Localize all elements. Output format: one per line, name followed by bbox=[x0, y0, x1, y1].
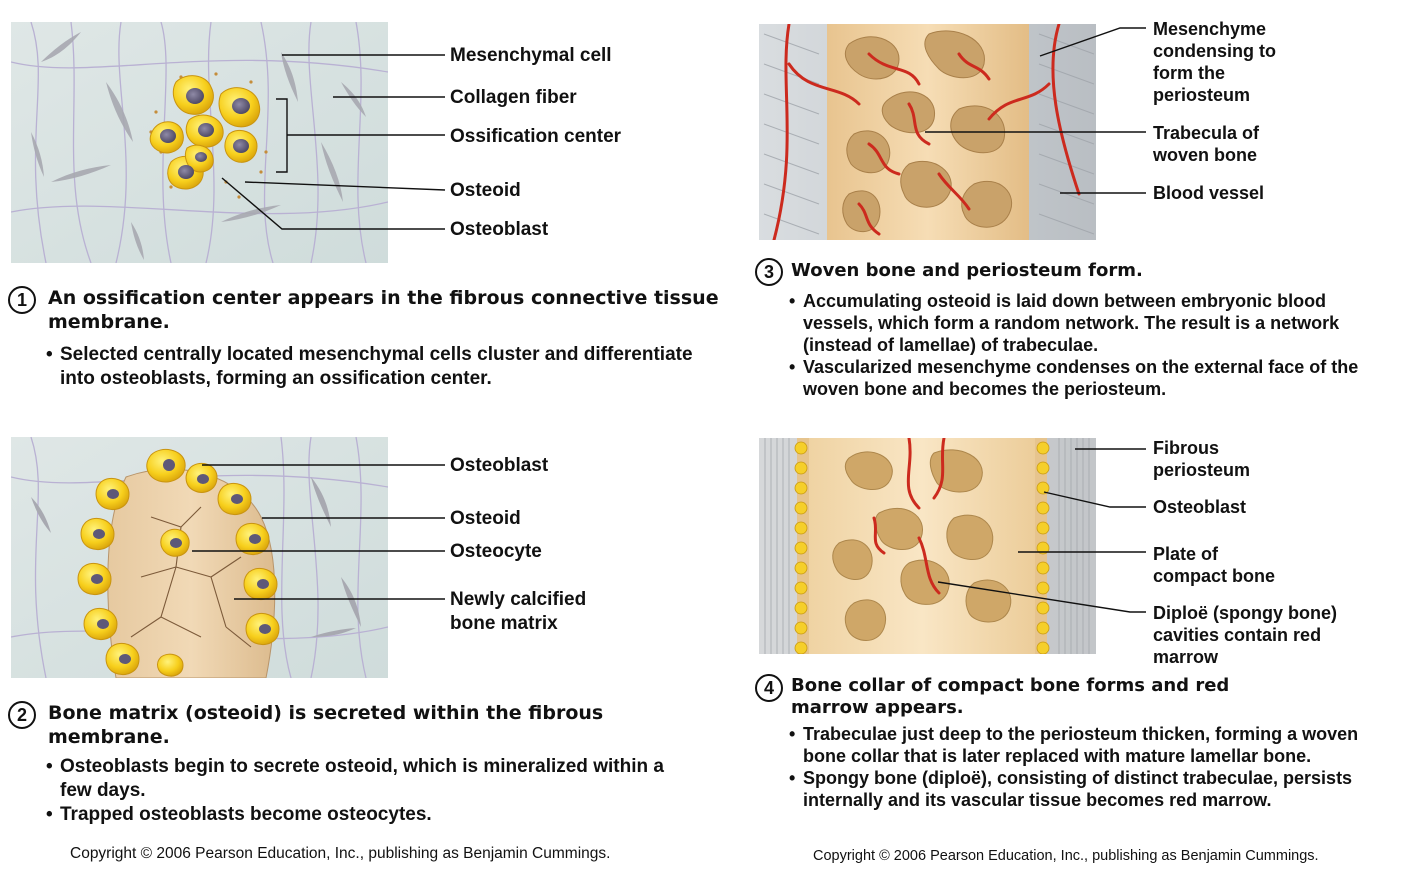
label-ossification-center: Ossification center bbox=[450, 126, 622, 147]
step-heading: An ossification center appears in the fi… bbox=[48, 287, 719, 333]
step-heading: Bone matrix (osteoid) is secreted within… bbox=[48, 702, 604, 748]
label-plate-compact-bone: Plate of compact bone bbox=[1153, 544, 1276, 586]
illustration-bone-collar bbox=[759, 438, 1096, 654]
step-number: 4 bbox=[755, 674, 783, 702]
label-osteoblast: Osteoblast bbox=[450, 219, 549, 240]
label-osteoblast: Osteoblast bbox=[1153, 497, 1247, 517]
label-osteoid: Osteoid bbox=[450, 180, 521, 201]
step-bullets: Selected centrally located mesenchymal c… bbox=[46, 343, 696, 391]
label-mesenchymal-cell: Mesenchymal cell bbox=[450, 45, 612, 66]
label-mesenchyme-condensing: Mesenchyme condensing to form the perios… bbox=[1153, 19, 1276, 105]
bullet-item: Trapped osteoblasts become osteocytes. bbox=[46, 803, 696, 827]
illustration-ossification-center bbox=[11, 22, 388, 263]
label-osteoblast: Osteoblast bbox=[450, 455, 549, 476]
bullet-item: Vascularized mesenchyme condenses on the… bbox=[789, 356, 1399, 400]
step-number: 2 bbox=[8, 701, 36, 729]
illustration-bone-matrix bbox=[11, 437, 388, 678]
label-collagen-fiber: Collagen fiber bbox=[450, 87, 577, 108]
bullet-item: Trabeculae just deep to the periosteum t… bbox=[789, 723, 1401, 767]
bullet-item: Accumulating osteoid is laid down betwee… bbox=[789, 290, 1399, 356]
step-bullets: Osteoblasts begin to secrete osteoid, wh… bbox=[46, 755, 696, 827]
step-number: 3 bbox=[755, 258, 783, 286]
step-number: 1 bbox=[8, 286, 36, 314]
label-trabecula-woven-bone: Trabecula of woven bone bbox=[1153, 123, 1260, 165]
label-fibrous-periosteum: Fibrous periosteum bbox=[1153, 438, 1251, 480]
label-blood-vessel: Blood vessel bbox=[1153, 183, 1265, 203]
step-bullets: Trabeculae just deep to the periosteum t… bbox=[789, 723, 1401, 811]
step-bullets: Accumulating osteoid is laid down betwee… bbox=[789, 290, 1399, 400]
bullet-item: Spongy bone (diploë), consisting of dist… bbox=[789, 767, 1401, 811]
label-osteocyte: Osteocyte bbox=[450, 541, 542, 562]
copyright-left: Copyright © 2006 Pearson Education, Inc.… bbox=[70, 845, 611, 862]
copyright-right: Copyright © 2006 Pearson Education, Inc.… bbox=[813, 848, 1319, 864]
label-osteoid: Osteoid bbox=[450, 508, 521, 529]
bullet-item: Selected centrally located mesenchymal c… bbox=[46, 343, 696, 391]
illustration-woven-bone bbox=[759, 24, 1096, 240]
bullet-item: Osteoblasts begin to secrete osteoid, wh… bbox=[46, 755, 696, 803]
step-heading: Woven bone and periosteum form. bbox=[791, 260, 1143, 281]
step-heading: Bone collar of compact bone forms and re… bbox=[791, 675, 1230, 718]
label-diploe-cavities: Diploë (spongy bone) cavities contain re… bbox=[1153, 603, 1337, 667]
label-newly-calcified-bone-matrix: Newly calcified bone matrix bbox=[450, 589, 587, 634]
